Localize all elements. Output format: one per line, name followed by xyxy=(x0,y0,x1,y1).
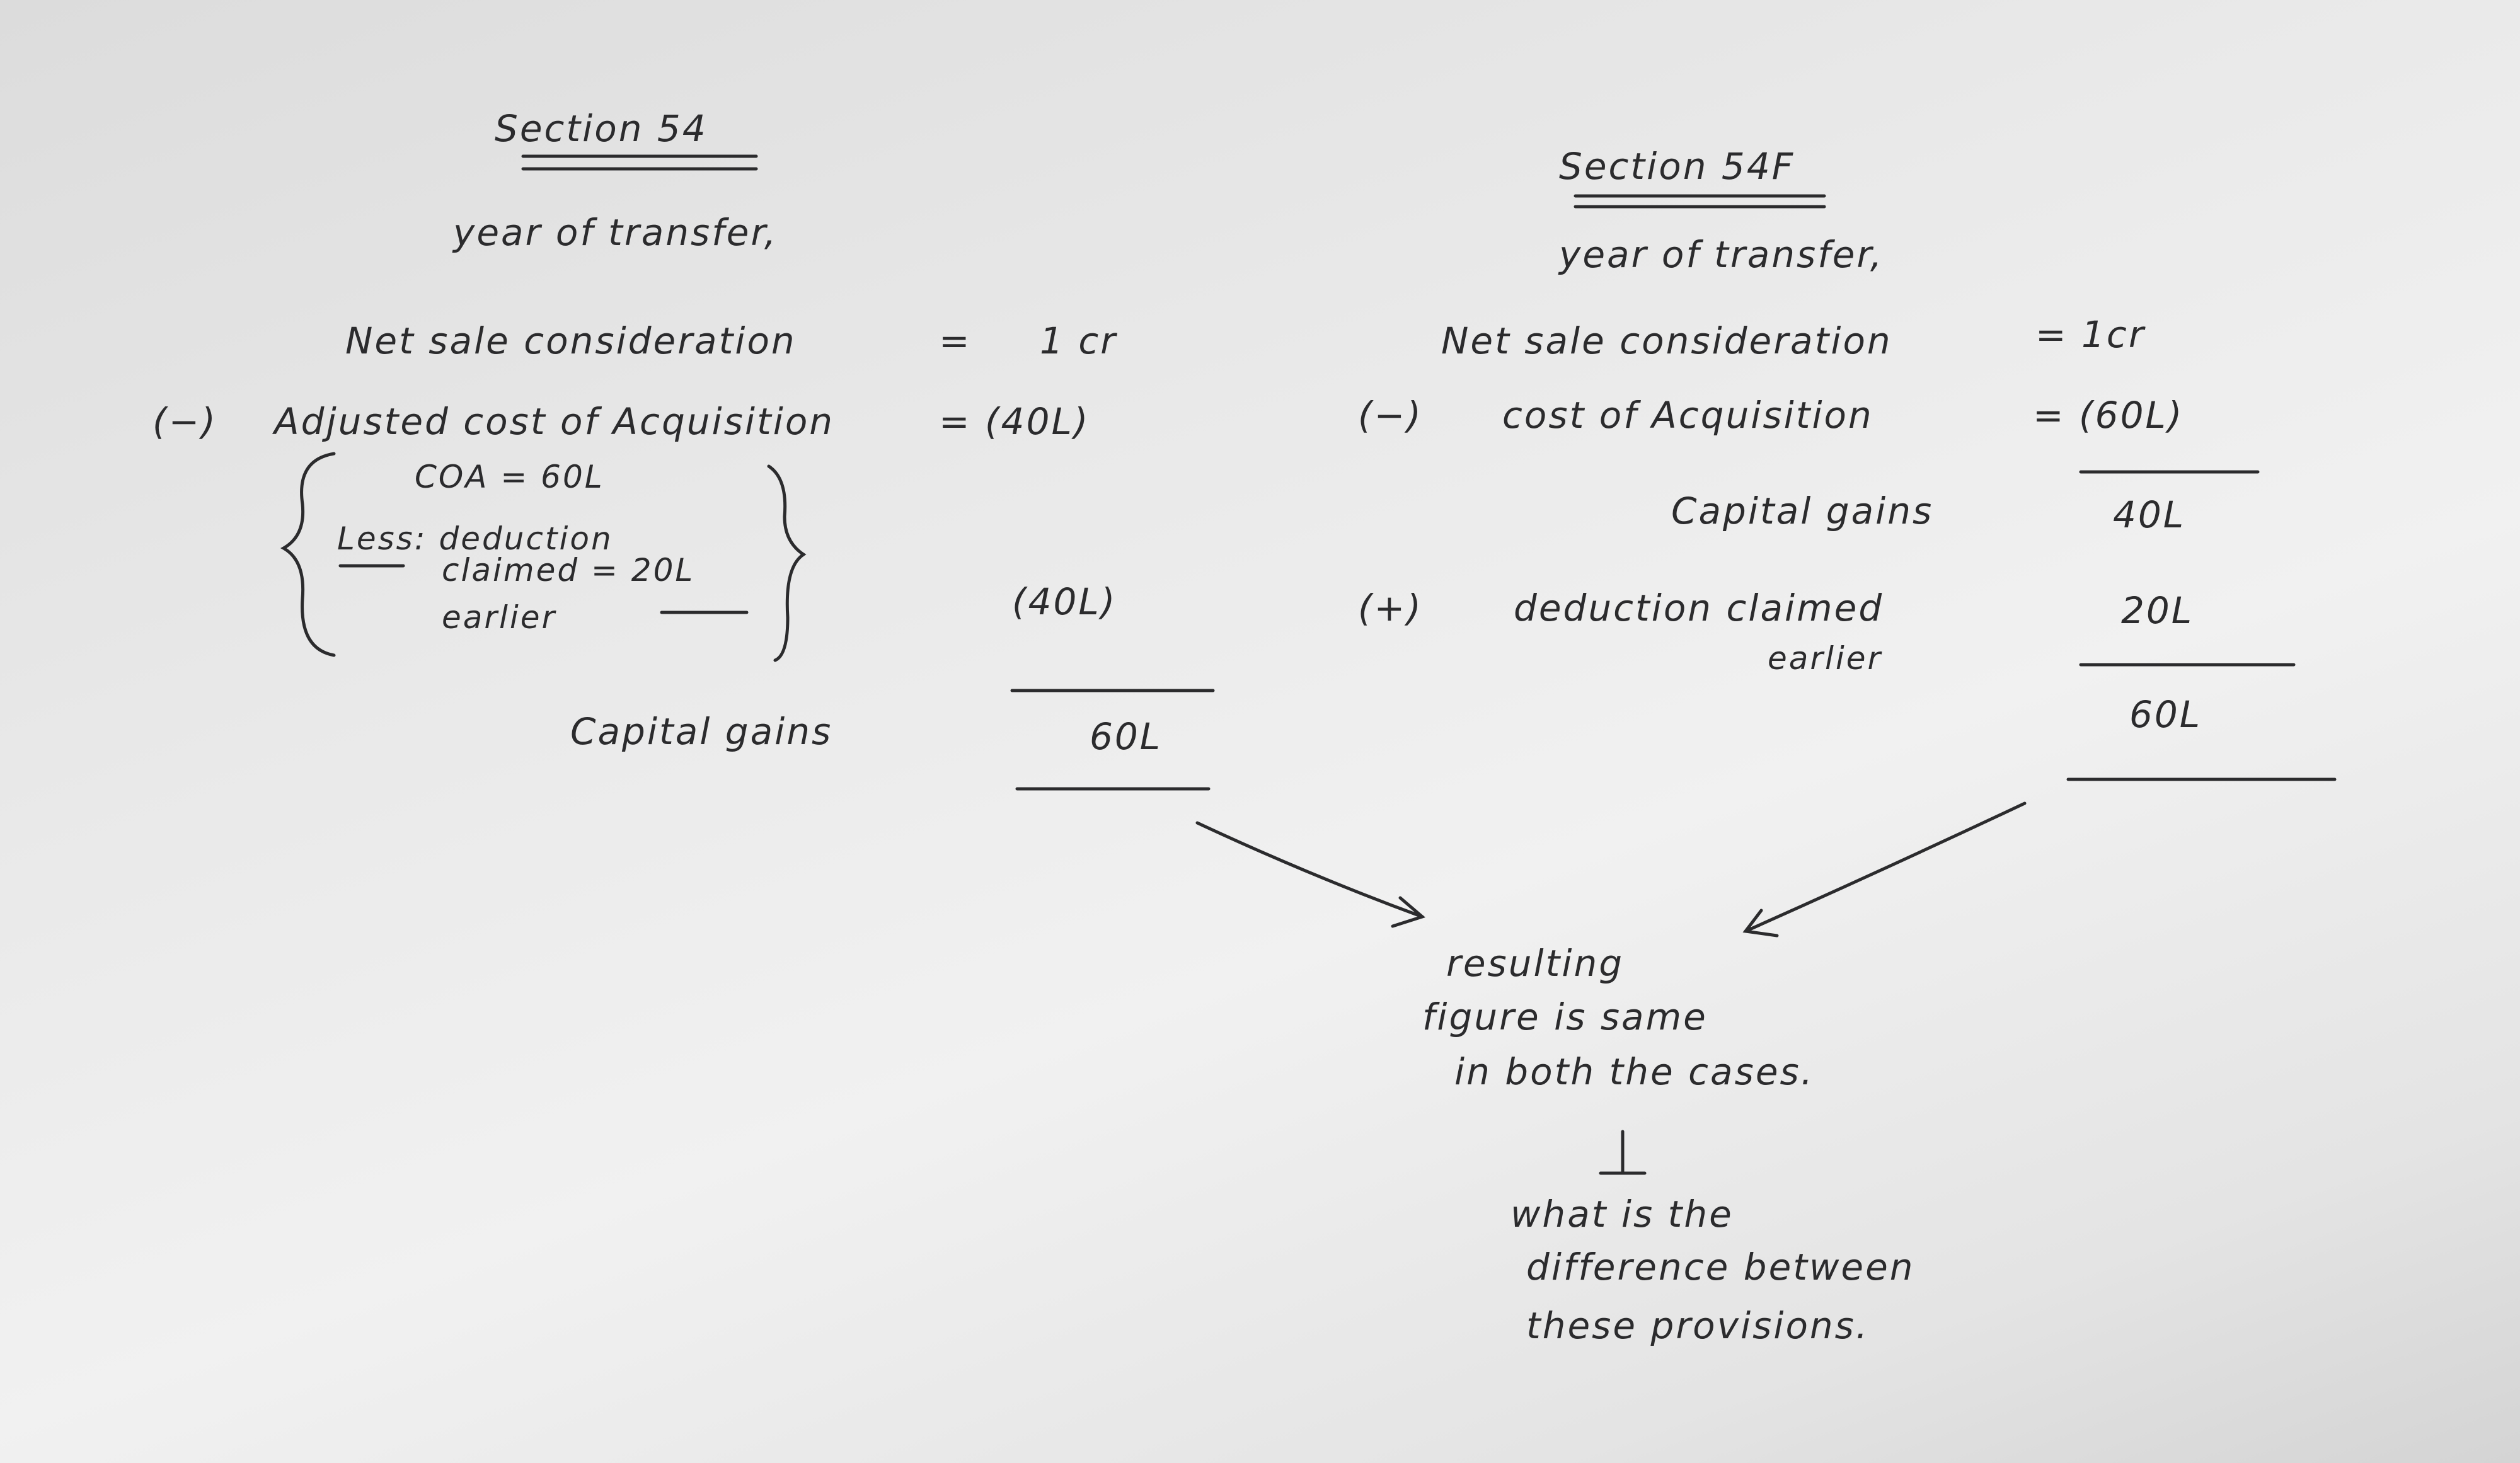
question-line1: what is the xyxy=(1510,1193,1734,1236)
left-brace xyxy=(280,452,336,657)
left-claimed-line: claimed = 20L xyxy=(442,552,695,588)
left-subtotal: (40L) xyxy=(1012,580,1117,623)
left-less-line: Less: deduction xyxy=(337,520,613,557)
question-line3: these provisions. xyxy=(1526,1304,1870,1347)
right-ded-label: deduction claimed xyxy=(1514,587,1884,629)
right-cg-value: 40L xyxy=(2113,493,2186,536)
right-ded-label2: earlier xyxy=(1768,640,1883,677)
left-aca-value: = (40L) xyxy=(939,400,1090,443)
right-minus: (−) xyxy=(1358,394,1423,437)
arrow-right xyxy=(1742,801,2027,938)
arrow-left xyxy=(1195,821,1426,928)
right-bracket xyxy=(767,464,807,662)
left-nsc-eq: = xyxy=(939,319,972,362)
question-line2: difference between xyxy=(1526,1246,1915,1288)
right-coa-label: cost of Acquisition xyxy=(1502,394,1873,437)
left-year: year of transfer, xyxy=(453,211,778,254)
right-heading: Section 54F xyxy=(1559,145,1795,188)
right-coa-value: = (60L) xyxy=(2033,394,2184,437)
conclusion-line3: in both the cases. xyxy=(1454,1050,1815,1093)
right-total: 60L xyxy=(2129,693,2202,736)
heading-underline-right xyxy=(1574,194,1826,209)
right-year: year of transfer, xyxy=(1559,233,1884,276)
left-nsc-label: Net sale consideration xyxy=(345,319,797,362)
left-aca-label: Adjusted cost of Acquisition xyxy=(274,400,835,443)
conclusion-line2: figure is same xyxy=(1422,995,1708,1038)
left-minus: (−) xyxy=(152,400,217,443)
left-heading: Section 54 xyxy=(495,107,708,150)
left-earlier-line: earlier xyxy=(442,599,557,636)
heading-underline-left xyxy=(521,154,758,171)
left-cg-label: Capital gains xyxy=(570,710,833,753)
right-plus: (+) xyxy=(1358,587,1423,629)
right-nsc-label: Net sale consideration xyxy=(1441,319,1892,362)
left-cg-value: 60L xyxy=(1090,715,1163,758)
right-nsc-value: = 1cr xyxy=(2035,313,2146,356)
right-ded-value: 20L xyxy=(2121,589,2194,632)
right-cg-label: Capital gains xyxy=(1671,490,1934,532)
left-nsc-value: 1 cr xyxy=(1040,319,1118,362)
arrow-down xyxy=(1599,1130,1647,1175)
conclusion-line1: resulting xyxy=(1446,942,1625,985)
left-coa-line: COA = 60L xyxy=(415,459,604,495)
